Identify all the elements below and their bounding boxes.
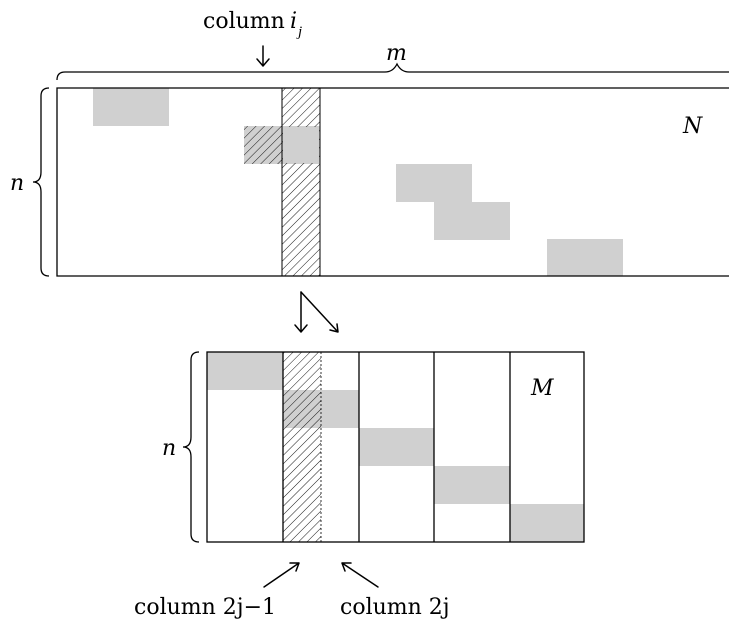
nonzero-block: [207, 352, 283, 390]
label-column-ij-var: i: [290, 9, 297, 34]
matrix-m-frame: [206, 351, 585, 543]
label-matrix-m: M: [530, 376, 554, 401]
label-matrix-n: N: [682, 114, 703, 139]
label-column-2j-1: column 2j−1: [134, 595, 276, 620]
brace-n-top: [32, 87, 50, 277]
hatched-column-2j-1: [283, 352, 321, 542]
nonzero-block: [434, 466, 510, 504]
label-column-ij-word: column: [203, 9, 285, 34]
nonzero-block: [434, 202, 510, 240]
nonzero-block: [359, 428, 434, 466]
split-arrow-left-icon: [294, 291, 308, 333]
label-n-top: n: [10, 171, 24, 196]
brace-n-bottom: [182, 351, 200, 543]
nonzero-block: [93, 88, 169, 126]
brace-m: [56, 62, 729, 81]
hatched-block-overlap: [244, 126, 282, 164]
hatched-column-frame: [281, 88, 321, 276]
nonzero-block: [510, 504, 584, 542]
arrow-down-icon: [256, 45, 270, 67]
matrix-n-frame: [56, 87, 729, 277]
split-arrow-right-icon: [300, 291, 339, 333]
nonzero-block: [396, 164, 472, 202]
label-column-2j: column 2j: [340, 595, 450, 620]
label-column-ij-sub: j: [296, 24, 302, 40]
matrix-n: [56, 87, 729, 277]
arrow-up-left-icon: [341, 562, 379, 588]
label-m: m: [386, 41, 407, 66]
hatched-column-ij: [282, 88, 320, 276]
label-n-bottom: n: [162, 436, 176, 461]
arrow-up-right-icon: [263, 562, 300, 588]
nonzero-in-column: [283, 127, 319, 163]
nonzero-block: [547, 239, 623, 276]
matrix-m: [206, 351, 585, 543]
